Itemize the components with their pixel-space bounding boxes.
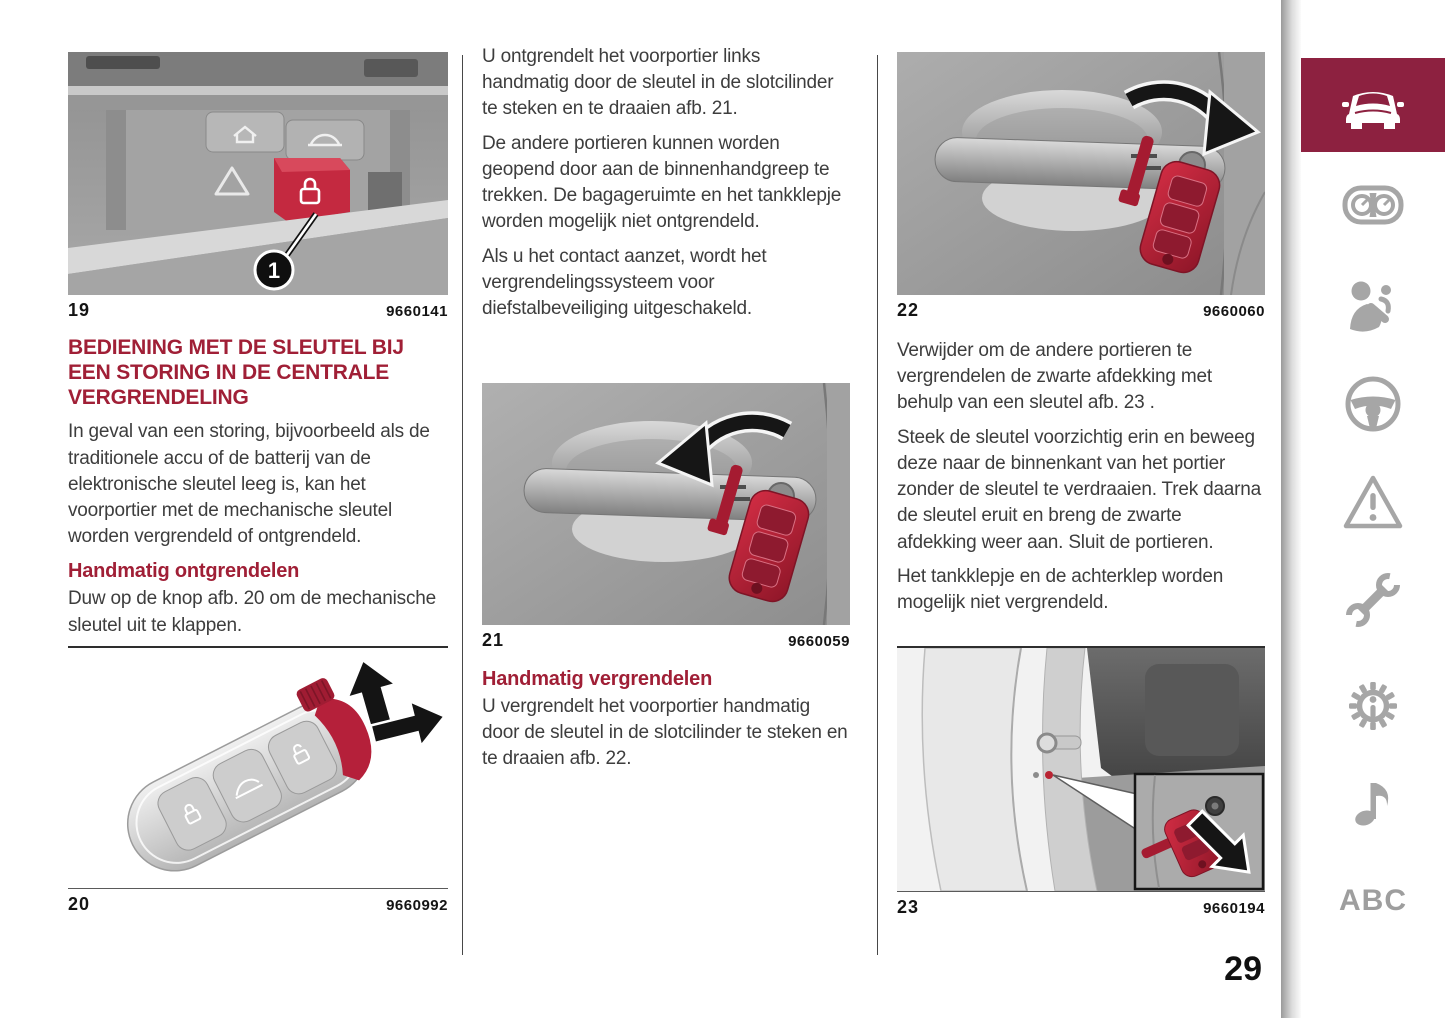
airbag-safety-icon xyxy=(1341,273,1405,342)
abc-label: ABC xyxy=(1339,884,1407,917)
page-number: 29 xyxy=(1224,950,1262,988)
subheading-manual-lock: Handmatig vergrendelen xyxy=(482,668,713,690)
figure-number: 20 xyxy=(68,894,91,914)
figure-23-door-edge: 23 9660194 xyxy=(897,646,1265,918)
column-divider xyxy=(877,55,878,955)
paragraph: De andere portieren kunnen worden geopen… xyxy=(482,132,842,233)
section-unlock-text: U ontgrendelt het voorportier links hand… xyxy=(482,44,850,330)
paragraph: Het tankklepje en de achterklep worden m… xyxy=(897,565,1224,613)
dashboard-gauges-icon xyxy=(1341,173,1405,242)
wrench-icon xyxy=(1341,568,1405,637)
door-handle-photo xyxy=(897,52,1265,295)
sidebar-tab-multimedia[interactable] xyxy=(1301,772,1445,836)
turn-clockwise-arrow xyxy=(1123,80,1261,157)
figure-21-door-handle-unlock: 21 9660059 xyxy=(482,383,850,651)
figure-number: 23 xyxy=(897,897,920,917)
paragraph: Steek de sleutel voorzichtig erin en bew… xyxy=(897,426,1262,553)
figure-20-key-fob: 20 9660992 xyxy=(68,646,448,915)
padlock-icon xyxy=(299,187,321,205)
sidebar-tab-vehicle-active[interactable] xyxy=(1301,58,1445,152)
paragraph: U vergrendelt het voorportier handmatig … xyxy=(482,696,848,770)
section-manual-lock: Handmatig vergrendelen U vergrendelt het… xyxy=(482,668,850,781)
figure-code: 9660060 xyxy=(1203,303,1265,320)
section-heading: BEDIENING MET DE SLEUTEL BIJ EEN STORING… xyxy=(68,336,404,409)
roof-console-photo: 1 xyxy=(68,52,448,295)
arrow-down-right-icon xyxy=(1185,809,1251,874)
hazard-triangle-icon xyxy=(214,166,250,196)
section-key-fallback: BEDIENING MET DE SLEUTEL BIJ EEN STORING… xyxy=(68,336,448,647)
home-button-icon xyxy=(233,125,257,144)
paragraph: Duw op de knop afb. 20 om de mechanische… xyxy=(68,588,437,636)
lock-button xyxy=(274,158,350,222)
figure-number: 19 xyxy=(68,300,91,320)
unlock-glyph xyxy=(293,749,311,765)
key-fob-drawing xyxy=(126,658,447,872)
column-right: 22 9660060 Verwijder om de andere portie… xyxy=(897,0,1265,1018)
car-button-icon xyxy=(308,133,342,147)
sidebar-tab-index[interactable]: ABC xyxy=(1301,884,1445,918)
warning-triangle-icon xyxy=(1341,471,1405,540)
figure-19-roof-console: 1 19 9660141 xyxy=(68,52,448,321)
inset-detail xyxy=(1133,772,1265,891)
sidebar-tab-maintenance[interactable] xyxy=(1301,570,1445,634)
paragraph: Als u het contact aanzet, wordt het verg… xyxy=(482,245,767,319)
callout-1-label: 1 xyxy=(268,258,280,283)
lock-glyph xyxy=(184,809,202,825)
keyfob-red-end xyxy=(314,698,372,781)
sidebar-tab-driving[interactable] xyxy=(1301,374,1445,438)
callout-1-badge xyxy=(253,249,295,291)
music-note-icon xyxy=(1341,770,1405,839)
column-divider xyxy=(462,55,463,955)
figure-code: 9660992 xyxy=(386,897,448,914)
figure-code: 9660141 xyxy=(386,303,448,320)
figure-number: 21 xyxy=(482,630,505,650)
trunk-glyph xyxy=(235,778,263,800)
sidebar-tab-technical-info[interactable] xyxy=(1301,676,1445,740)
info-gear-icon xyxy=(1341,674,1405,743)
car-icon xyxy=(1339,76,1407,135)
subheading-manual-unlock: Handmatig ontgrendelen xyxy=(68,560,300,583)
paragraph: Verwijder om de andere portieren te verg… xyxy=(897,340,1212,414)
red-key-icon xyxy=(707,464,810,603)
figure-code: 9660194 xyxy=(1203,900,1265,917)
door-handle-photo xyxy=(482,383,850,625)
column-left: 1 19 9660141 BEDIENING MET DE SLEUTEL BI… xyxy=(68,0,448,1018)
sidebar-tab-dashboard[interactable] xyxy=(1301,175,1445,239)
arrow-right-icon xyxy=(369,699,447,749)
turn-counterclockwise-arrow xyxy=(655,411,793,488)
red-key-icon xyxy=(1118,135,1221,274)
figure-22-door-handle-lock: 22 9660060 xyxy=(897,52,1265,321)
paragraph: U ontgrendelt het voorportier links hand… xyxy=(482,46,834,120)
sidebar-tab-safety[interactable] xyxy=(1301,275,1445,339)
sidebar-shadow-strip xyxy=(1281,0,1301,1018)
figure-code: 9660059 xyxy=(788,633,850,650)
keyfob-buttons xyxy=(157,720,338,851)
sidebar-tab-emergency[interactable] xyxy=(1301,473,1445,537)
door-edge-drawing xyxy=(897,648,1265,891)
paragraph: In geval van een storing, bijvoorbeeld a… xyxy=(68,421,430,548)
lock-access-dot xyxy=(1045,771,1053,779)
figure-number: 22 xyxy=(897,300,920,320)
column-middle: U ontgrendelt het voorportier links hand… xyxy=(482,0,850,1018)
section-other-doors: Verwijder om de andere portieren te verg… xyxy=(897,338,1265,624)
steering-wheel-icon xyxy=(1341,372,1405,441)
